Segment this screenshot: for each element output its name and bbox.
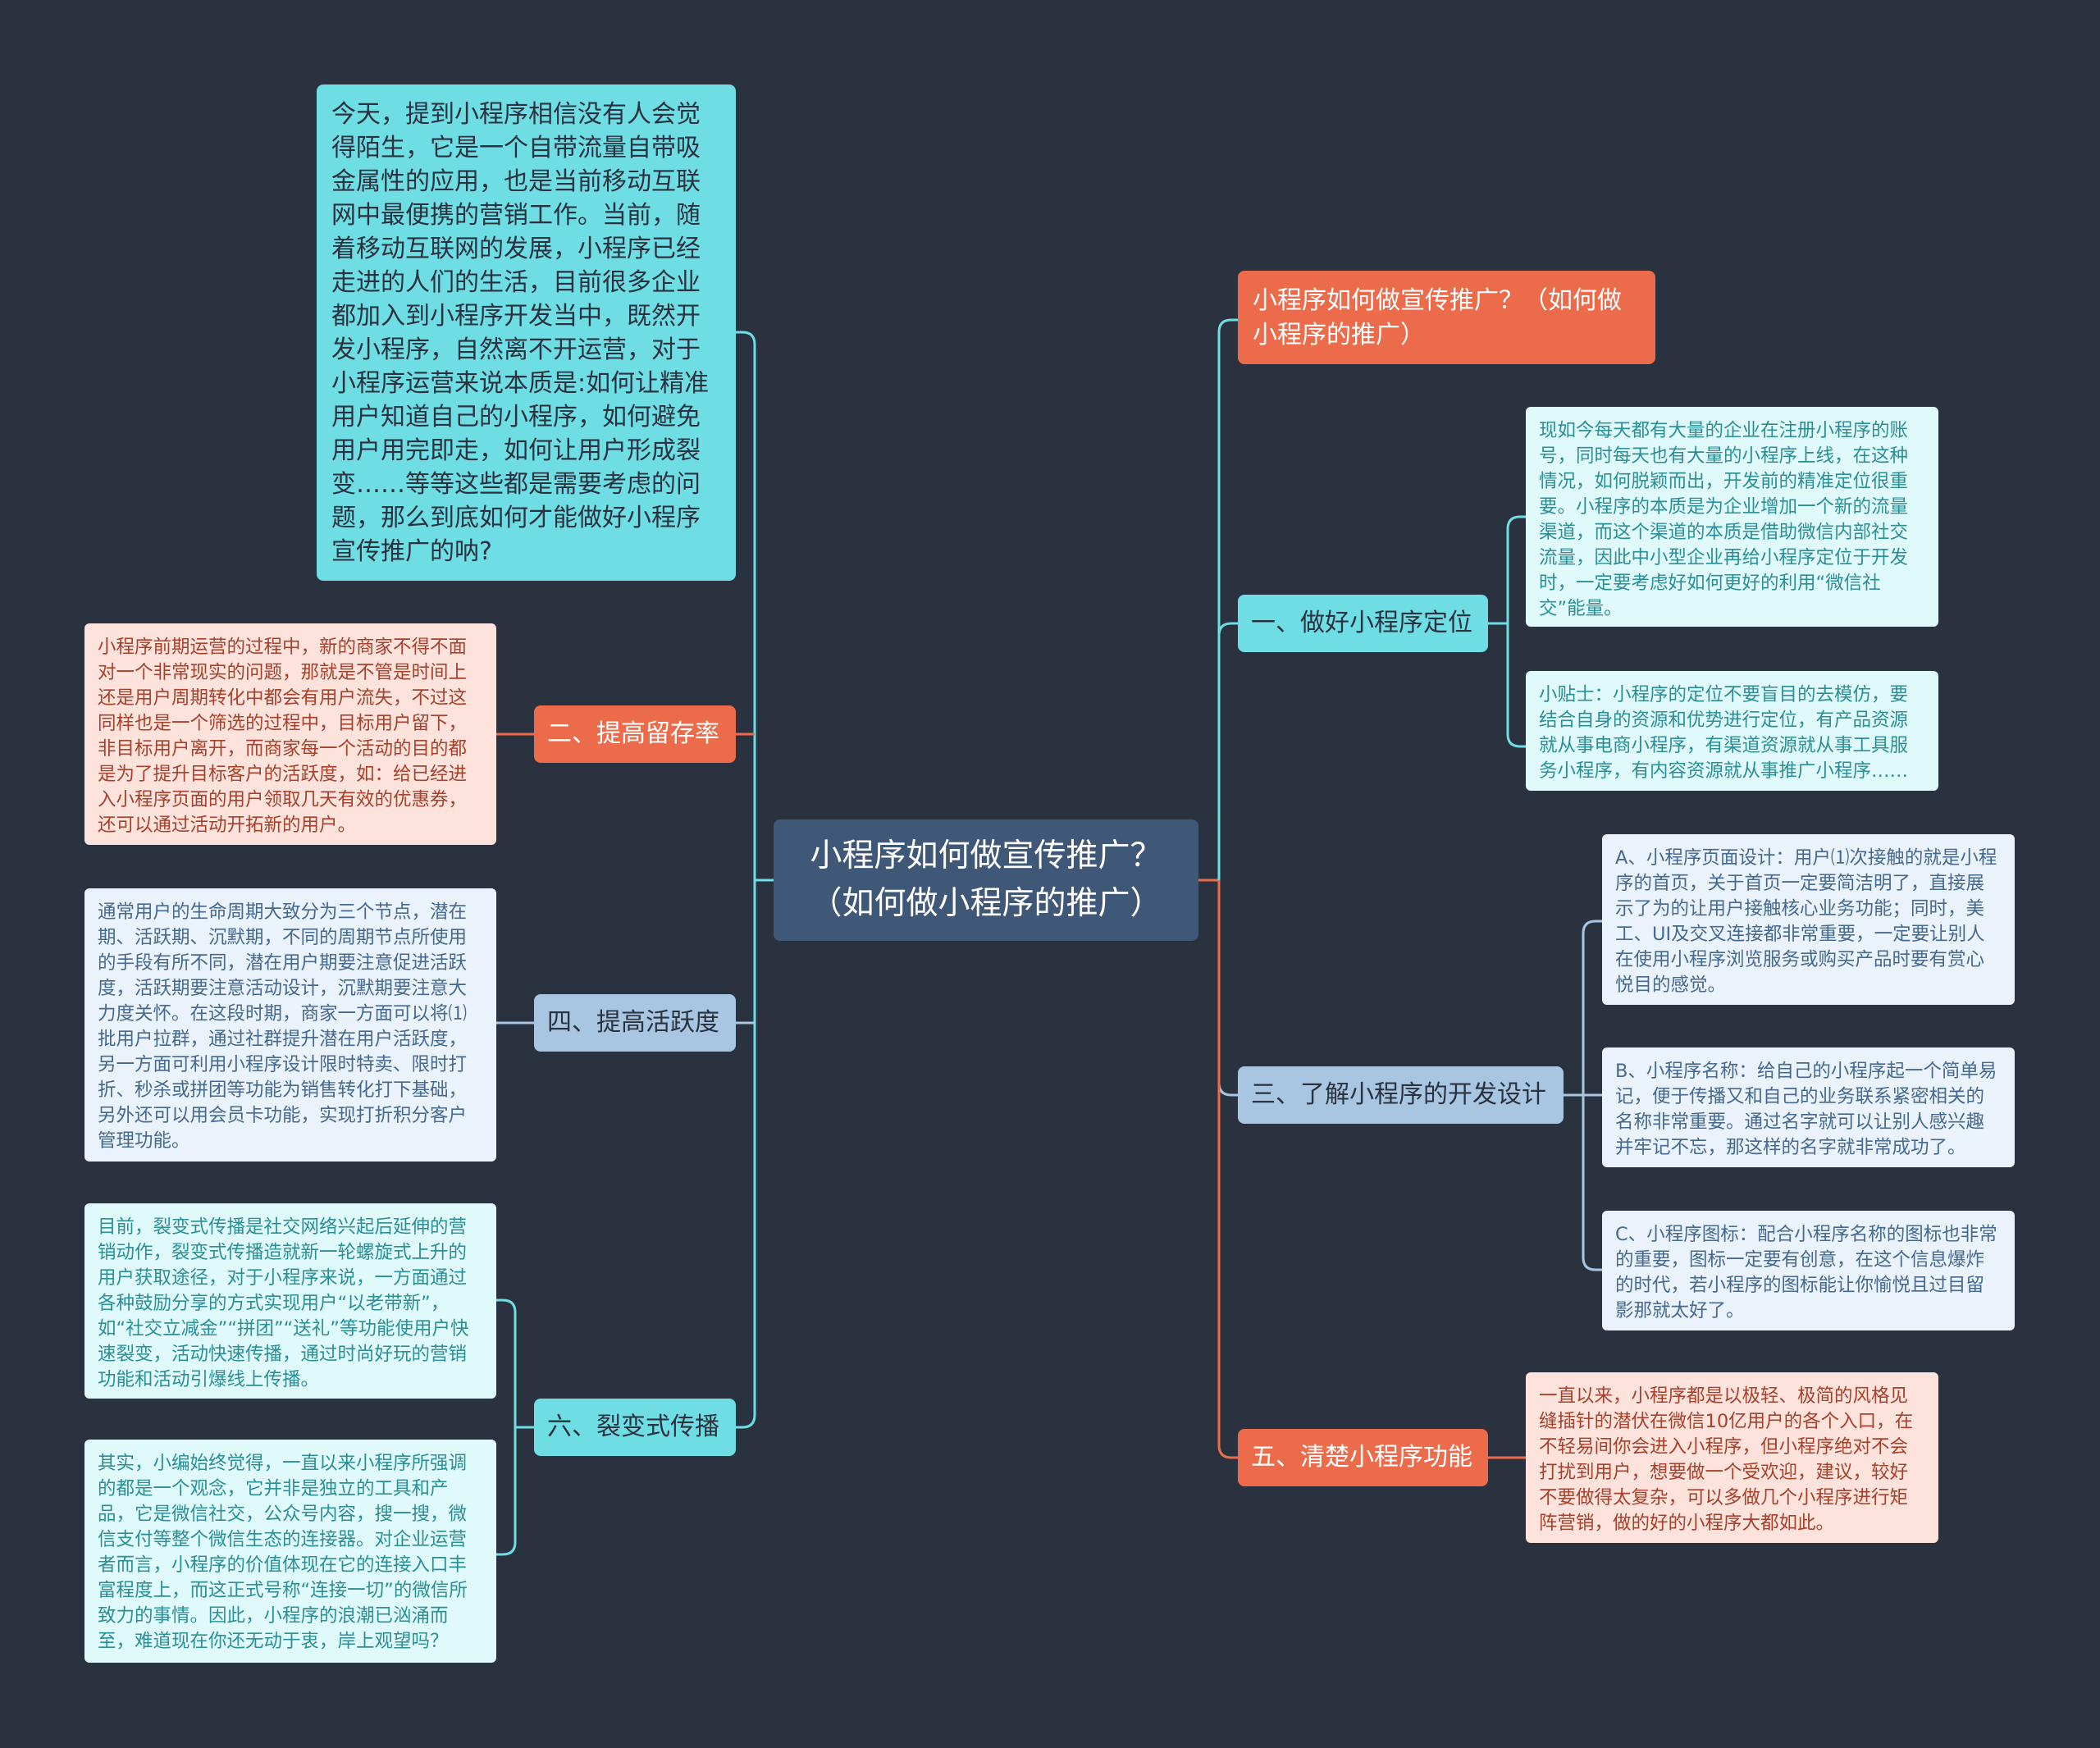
branch-design[interactable]: 三、了解小程序的开发设计 (1238, 1066, 1564, 1124)
root-topic[interactable]: 小程序如何做宣传推广？（如何做小程序的推广） (774, 819, 1198, 941)
branch-functions[interactable]: 五、清楚小程序功能 (1238, 1429, 1488, 1486)
branch-title-repeat[interactable]: 小程序如何做宣传推广？（如何做小程序的推广） (1238, 271, 1655, 364)
positioning-detail-1: 现如今每天都有大量的企业在注册小程序的账号，同时每天也有大量的小程序上线，在这种… (1526, 407, 1938, 627)
design-page-detail: A、小程序页面设计：用户⑴次接触的就是小程序的首页，关于首页一定要简洁明了，直接… (1602, 834, 2015, 1005)
viral-detail-1: 目前，裂变式传播是社交网络兴起后延伸的营销动作，裂变式传播造就新一轮螺旋式上升的… (84, 1203, 496, 1399)
viral-detail-2: 其实，小编始终觉得，一直以来小程序所强调的都是一个观念，它并非是独立的工具和产品… (84, 1440, 496, 1663)
positioning-tip: 小贴士：小程序的定位不要盲目的去模仿，要结合自身的资源和优势进行定位，有产品资源… (1526, 671, 1938, 791)
design-icon-detail: C、小程序图标：配合小程序名称的图标也非常的重要，图标一定要有创意，在这个信息爆… (1602, 1211, 2015, 1330)
functions-detail: 一直以来，小程序都是以极轻、极简的风格见缝插针的潜伏在微信10亿用户的各个入口，… (1526, 1372, 1938, 1543)
branch-activity[interactable]: 四、提高活跃度 (534, 994, 736, 1052)
activity-detail: 通常用户的生命周期大致分为三个节点，潜在期、活跃期、沉默期，不同的周期节点所使用… (84, 888, 496, 1162)
retention-detail: 小程序前期运营的过程中，新的商家不得不面对一个非常现实的问题，那就是不管是时间上… (84, 623, 496, 845)
branch-positioning[interactable]: 一、做好小程序定位 (1238, 595, 1488, 652)
branch-retention[interactable]: 二、提高留存率 (534, 705, 736, 763)
intro-note: 今天，提到小程序相信没有人会觉得陌生，它是一个自带流量自带吸金属性的应用，也是当… (317, 84, 736, 581)
design-name-detail: B、小程序名称：给自己的小程序起一个简单易记，便于传播又和自己的业务联系紧密相关… (1602, 1047, 2015, 1167)
branch-viral[interactable]: 六、裂变式传播 (534, 1399, 736, 1456)
